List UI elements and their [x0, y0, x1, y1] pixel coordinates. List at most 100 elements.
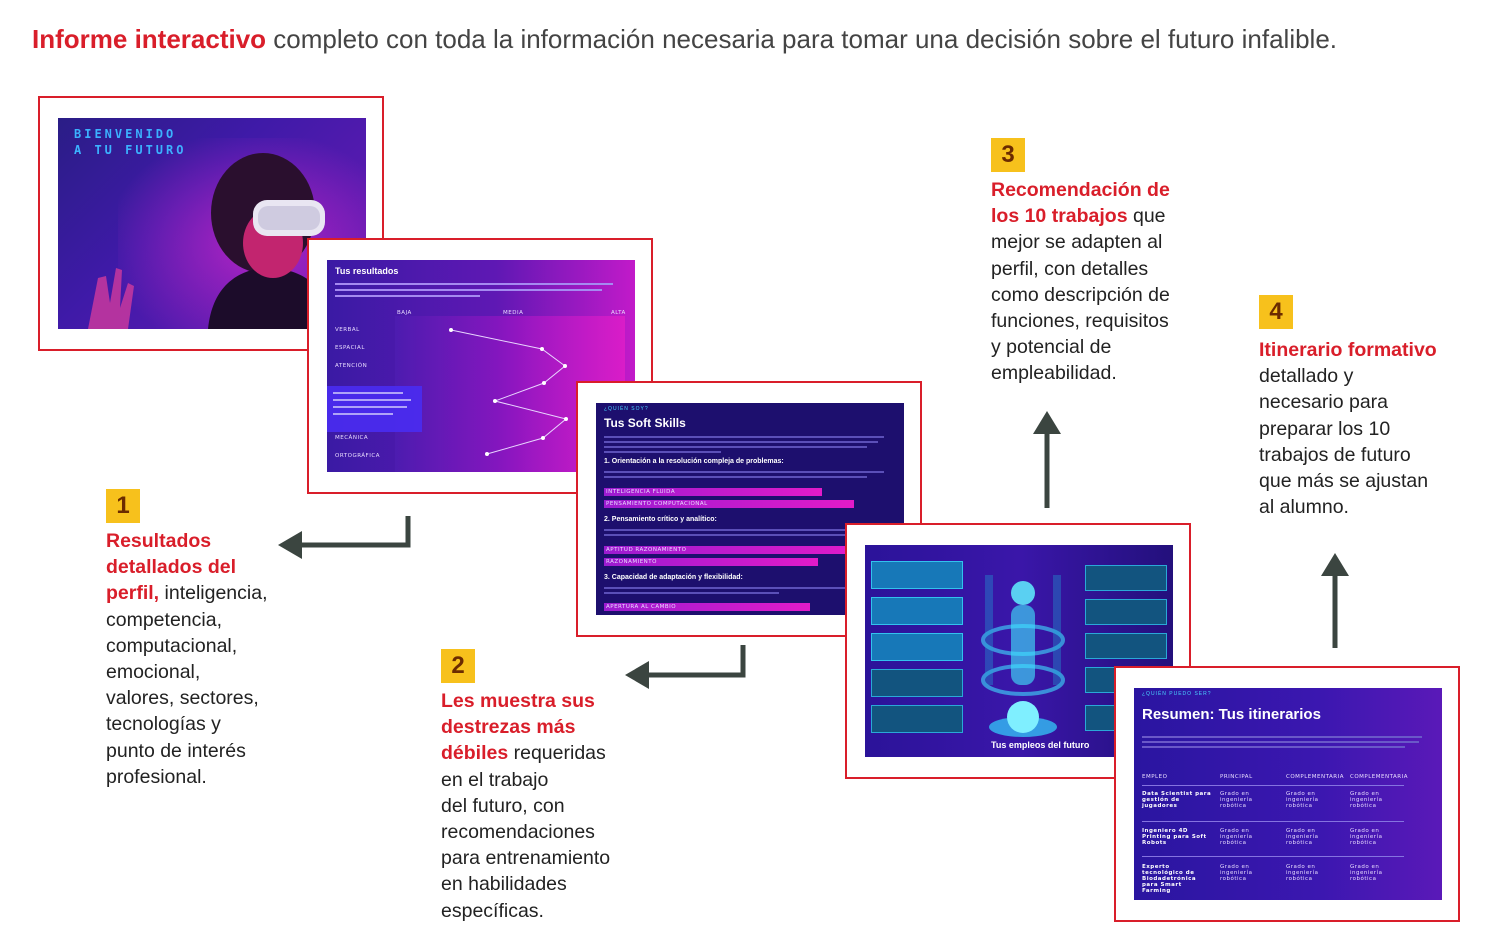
job-card: [871, 561, 963, 589]
body-text: para entrenamiento: [441, 847, 611, 870]
highlight-text: destrezas más: [441, 716, 576, 739]
step-2-line: para entrenamiento: [441, 845, 610, 871]
body-text: mejor se adapten al: [991, 231, 1163, 254]
itineraries-frame: ¿QUIÉN PUEDO SER? Resumen: Tus itinerari…: [1114, 666, 1460, 922]
body-text: en el trabajo: [441, 768, 549, 791]
step-1-line: tecnologías y: [106, 711, 268, 737]
itinerary-job: Experto tecnológico de Biodadetrónica pa…: [1142, 864, 1197, 894]
arrowhead-3: [1033, 411, 1061, 434]
job-card: [1085, 565, 1167, 591]
body-text: necesario para: [1259, 391, 1388, 414]
soft-skills-title: Tus Soft Skills: [604, 416, 686, 430]
results-row-label: VERBAL: [335, 327, 360, 333]
soft-skills-text: [604, 471, 896, 478]
results-row-label: ESPACIAL: [335, 345, 365, 351]
body-text: competencia,: [106, 608, 222, 631]
body-text: que: [1127, 205, 1166, 228]
step-1-line: competencia,: [106, 607, 268, 633]
step-4-line: detallado y: [1259, 363, 1437, 389]
body-text: detallado y: [1259, 365, 1354, 388]
body-text: tecnologías y: [106, 713, 221, 736]
job-card: [871, 705, 963, 733]
body-text: inteligencia,: [159, 582, 268, 605]
step-4-line: necesario para: [1259, 389, 1437, 415]
step-2-line: específicas.: [441, 898, 610, 924]
itinerary-cell: Grado en ingeniería robótica: [1286, 864, 1319, 882]
body-text: que más se ajustan: [1259, 470, 1429, 493]
highlight-text: detallados del: [106, 556, 237, 579]
step-4-line: preparar los 10: [1259, 416, 1437, 442]
page-headline: Informe interactivo completo con toda la…: [32, 22, 1337, 56]
body-text: requeridas: [508, 742, 606, 765]
results-col-low: BAJA: [397, 310, 412, 316]
arrow-to-step-1: [300, 516, 411, 548]
body-text: punto de interés: [106, 739, 246, 762]
skill-bar-label: RAZONAMIENTO: [606, 559, 657, 565]
step-4-line: al alumno.: [1259, 494, 1437, 520]
body-text: trabajos de futuro: [1259, 443, 1411, 466]
job-card: [1085, 599, 1167, 625]
itineraries-header: COMPLEMENTARIA: [1286, 774, 1345, 780]
welcome-line-1: BIENVENIDO: [74, 127, 177, 141]
step-1-line: detallados del: [106, 554, 268, 580]
job-card: [871, 633, 963, 661]
itineraries-tag: ¿QUIÉN PUEDO SER?: [1142, 691, 1212, 697]
soft-skills-text: [604, 529, 896, 536]
highlight-text: Recomendación de: [991, 179, 1170, 201]
results-title: Tus resultados: [335, 266, 399, 276]
body-text: valores, sectores,: [106, 687, 259, 710]
body-text: computacional,: [106, 634, 238, 657]
step-1-line: Resultados: [106, 528, 268, 554]
body-text: perfil, con detalles: [991, 257, 1149, 280]
itinerary-cell: Grado en ingeniería robótica: [1350, 791, 1383, 809]
itinerary-cell: Grado en ingeniería robótica: [1220, 828, 1253, 846]
itineraries-title: Resumen: Tus itinerarios: [1142, 706, 1321, 723]
body-text: como descripción de: [991, 283, 1170, 306]
skill-bar: [604, 603, 810, 611]
results-row-label: ORTOGRÁFICA: [335, 453, 380, 459]
skill-bar: [604, 500, 854, 508]
step-3-line: como descripción de: [991, 282, 1170, 308]
arrow-to-step-2: [648, 645, 746, 678]
step-1-line: valores, sectores,: [106, 685, 268, 711]
results-row-label: MECÁNICA: [335, 435, 369, 441]
step-badge-2: 2: [441, 649, 475, 683]
step-badge-1: 1: [106, 489, 140, 523]
headline-highlight: Informe interactivo: [32, 24, 267, 54]
body-text: empleabilidad.: [991, 362, 1117, 385]
step-2-line: débiles requeridas: [441, 740, 610, 766]
step-3-line: funciones, requisitos: [991, 308, 1170, 334]
step-1-line: punto de interés: [106, 738, 268, 764]
step-description-3: Recomendación de los 10 trabajos que mejor…: [991, 177, 1170, 387]
highlight-text: débiles: [441, 742, 509, 765]
soft-skills-heading: 3. Capacidad de adaptación y flexibilida…: [604, 574, 743, 581]
soft-skills-heading: 2. Pensamiento crítico y analítico:: [604, 516, 717, 523]
body-text: funciones, requisitos: [991, 310, 1169, 333]
highlight-text: los 10 trabajos: [991, 205, 1128, 228]
step-3-line: Recomendación de: [991, 177, 1170, 203]
skill-bar: [604, 546, 862, 554]
itineraries-divider: [1142, 821, 1404, 822]
body-text: al alumno.: [1259, 496, 1349, 519]
results-col-high: ALTA: [611, 310, 626, 316]
step-3-line: perfil, con detalles: [991, 256, 1170, 282]
soft-skills-heading: 1. Orientación a la resolución compleja …: [604, 458, 784, 465]
step-3-line: y potencial de: [991, 334, 1170, 360]
itinerary-job: Data Scientist para gestión de jugadores: [1142, 791, 1212, 809]
itineraries-header: EMPLEO: [1142, 774, 1168, 780]
itinerary-cell: Grado en ingeniería robótica: [1286, 791, 1319, 809]
itinerary-cell: Grado en ingeniería robótica: [1220, 791, 1253, 809]
itineraries-divider: [1142, 785, 1404, 786]
itinerary-cell: Grado en ingeniería robótica: [1286, 828, 1319, 846]
body-text: y potencial de: [991, 336, 1112, 359]
step-2-line: recomendaciones: [441, 819, 610, 845]
skill-bar-label: PENSAMIENTO COMPUTACIONAL: [606, 501, 708, 507]
results-tooltip: [327, 386, 422, 432]
skill-bar: [604, 558, 818, 566]
soft-skills-tag: ¿QUIÉN SOY?: [604, 406, 649, 412]
arrowhead-4: [1321, 553, 1349, 576]
itinerary-cell: Grado en ingeniería robótica: [1220, 864, 1253, 882]
step-4-line: que más se ajustan: [1259, 468, 1437, 494]
